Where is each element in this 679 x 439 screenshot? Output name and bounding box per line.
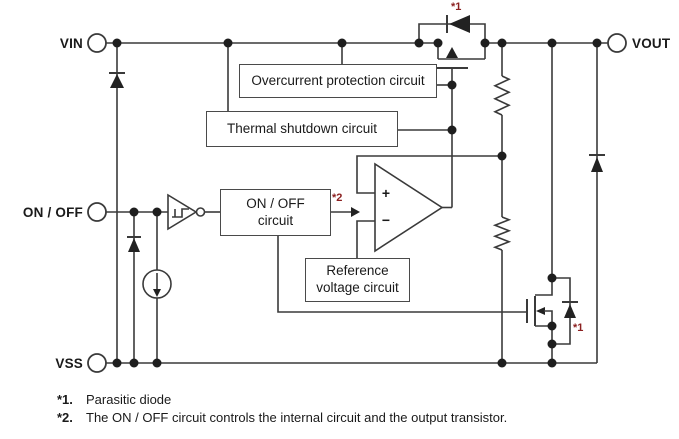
footnote-2: *2. The ON / OFF circuit controls the in… (57, 410, 507, 425)
schmitt-trigger-icon (167, 193, 220, 231)
junction-dots (112, 38, 602, 368)
onoff-pin-label: ON / OFF (22, 205, 83, 220)
vin-esd-diode (109, 43, 125, 363)
overcurrent-protection-label: Overcurrent protection circuit (251, 72, 425, 88)
note2-arrow-label: *2 (332, 192, 343, 204)
thermal-shutdown-block: Thermal shutdown circuit (206, 111, 398, 147)
footnote-1-marker: *1. (57, 392, 73, 407)
vss-pin-label: VSS (55, 356, 83, 371)
pass-transistor (437, 43, 486, 69)
reference-voltage-block: Reference voltage circuit (305, 258, 410, 302)
vout-clamp-diode (589, 43, 605, 363)
note1-bottom-label: *1 (573, 322, 584, 334)
feedback-resistor-r2 (492, 216, 512, 363)
note1-top-label: *1 (451, 1, 462, 13)
output-parasitic-diode (552, 277, 578, 345)
onoff-circuit-label-line2: circuit (257, 212, 294, 228)
feedback-resistor-r1 (493, 43, 511, 217)
onoff-terminal (87, 202, 107, 222)
opamp-minus-input-sign: − (381, 212, 391, 228)
onoff-output-arrow (331, 207, 360, 217)
pass-parasitic-diode (418, 15, 486, 43)
reference-voltage-label-line1: Reference (326, 263, 389, 279)
footnote-1-text: Parasitic diode (86, 392, 172, 407)
vin-pin-label: VIN (59, 36, 83, 51)
onoff-circuit-block: ON / OFF circuit (220, 189, 331, 236)
vss-terminal (87, 353, 107, 373)
vin-terminal (87, 33, 107, 53)
footnote-1: *1. Parasitic diode (57, 392, 171, 407)
onoff-gate-wire (277, 236, 527, 313)
onoff-esd-diode (127, 212, 141, 363)
error-amplifier (356, 155, 502, 258)
reference-voltage-label-line2: voltage circuit (316, 280, 399, 295)
overcurrent-protection-block: Overcurrent protection circuit (239, 64, 437, 98)
output-transistor (526, 278, 553, 363)
thermal-shutdown-label: Thermal shutdown circuit (226, 120, 378, 136)
footnote-2-text: The ON / OFF circuit controls the intern… (86, 410, 508, 425)
footnote-2-marker: *2. (57, 410, 73, 425)
opamp-plus-input-sign: + (381, 185, 391, 201)
bias-current-source (142, 212, 172, 363)
vout-pin-label: VOUT (632, 36, 671, 51)
onoff-circuit-label-line1: ON / OFF (246, 195, 305, 211)
vout-terminal (607, 33, 627, 53)
